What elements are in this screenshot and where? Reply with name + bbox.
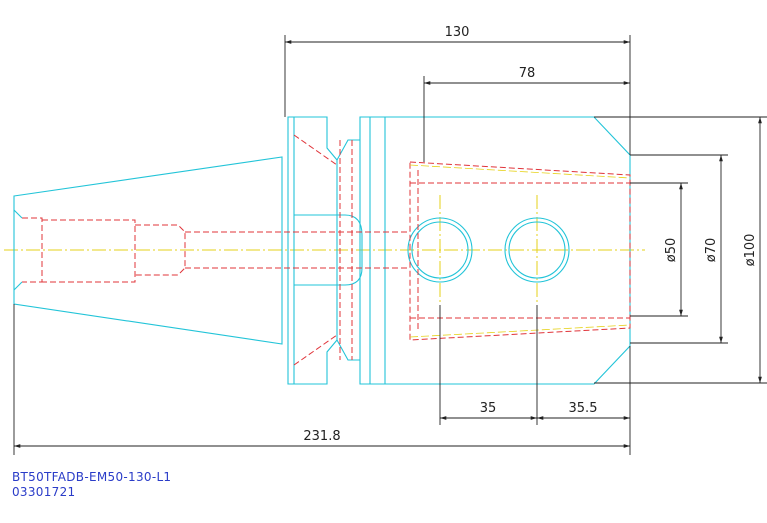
dim-label-355: 35.5 — [569, 401, 598, 416]
flange-hidden-diag-bottom — [293, 334, 338, 366]
part-code: 03301721 — [12, 485, 76, 499]
dimensions: 130 78 ø50 ø70 ø100 35 35.5 231.8 — [13, 25, 767, 455]
taper-shank — [13, 156, 283, 345]
dim-label-78: 78 — [519, 66, 536, 81]
hidden-lines — [22, 134, 631, 366]
centerlines — [4, 195, 645, 305]
side-hole-2 — [504, 217, 570, 283]
dim-label-d100: ø100 — [743, 234, 758, 267]
side-hole-1 — [407, 217, 473, 283]
rear-bore — [42, 219, 136, 283]
flange-right-ring — [370, 116, 386, 385]
rear-bore-step — [22, 217, 43, 283]
shank-chamfer-bottom — [13, 281, 23, 291]
dim-label-2318: 231.8 — [303, 429, 340, 444]
dim-label-d70: ø70 — [704, 238, 719, 263]
body-outline — [385, 116, 631, 385]
collet-yellow-lines — [409, 164, 631, 338]
collet-bore-lines — [410, 182, 630, 319]
dim-label-35: 35 — [480, 401, 497, 416]
v-groove-bottom-left — [336, 339, 360, 361]
collet-taper — [409, 161, 631, 341]
flange-hidden-vertical — [339, 140, 353, 360]
dim-label-d50: ø50 — [664, 238, 679, 263]
flange-hidden-diag-top — [293, 134, 338, 166]
shank-chamfer-top — [13, 209, 23, 219]
model-number: BT50TFADB-EM50-130-L1 — [12, 470, 172, 484]
dim-label-130: 130 — [445, 25, 470, 40]
v-groove-top-left — [336, 139, 360, 161]
